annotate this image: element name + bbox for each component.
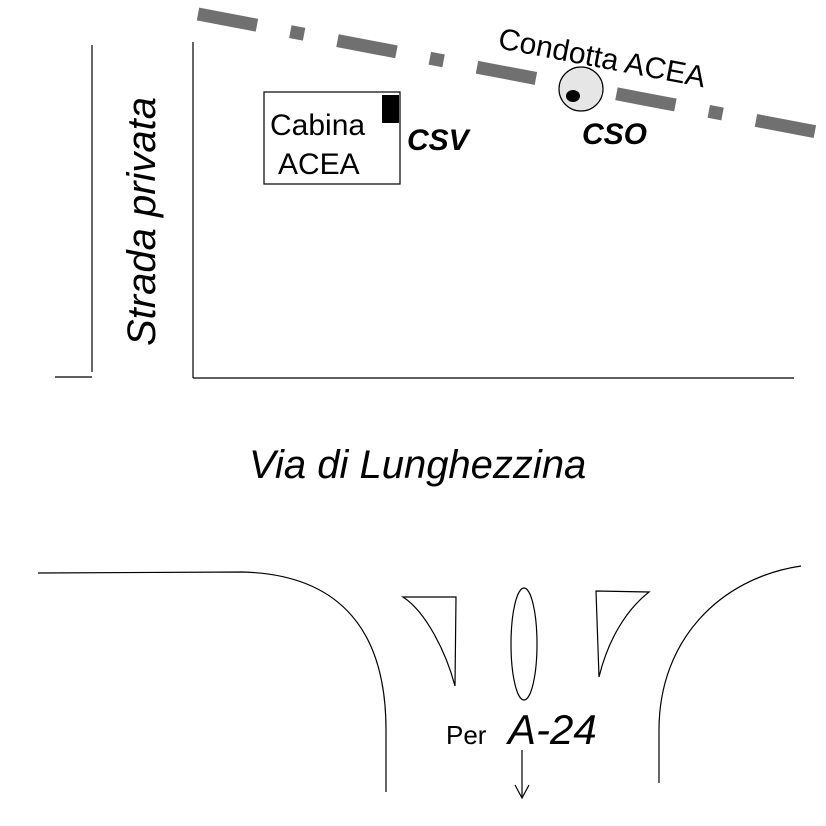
main-road-label: Via di Lunghezzina [249,443,586,487]
cabin-label-line2: ACEA [278,148,360,181]
direction-highway-label: A-24 [505,706,597,753]
traffic-islands [400,587,651,701]
csv-label: CSV [407,124,472,157]
private-road-label: Strada privata [120,97,164,346]
lower-road-edges [37,565,802,792]
cso-marker-icon [558,66,604,112]
cabin-label-line1: Cabina [270,109,365,142]
direction-prefix-label: Per [446,720,487,750]
cso-label: CSO [582,118,647,151]
private-road [55,45,93,378]
csv-marker-icon [382,95,399,123]
cabin-box [263,91,401,185]
property-boundary [192,42,794,379]
arrow-down-icon [514,750,530,800]
pipeline-line [196,7,824,140]
